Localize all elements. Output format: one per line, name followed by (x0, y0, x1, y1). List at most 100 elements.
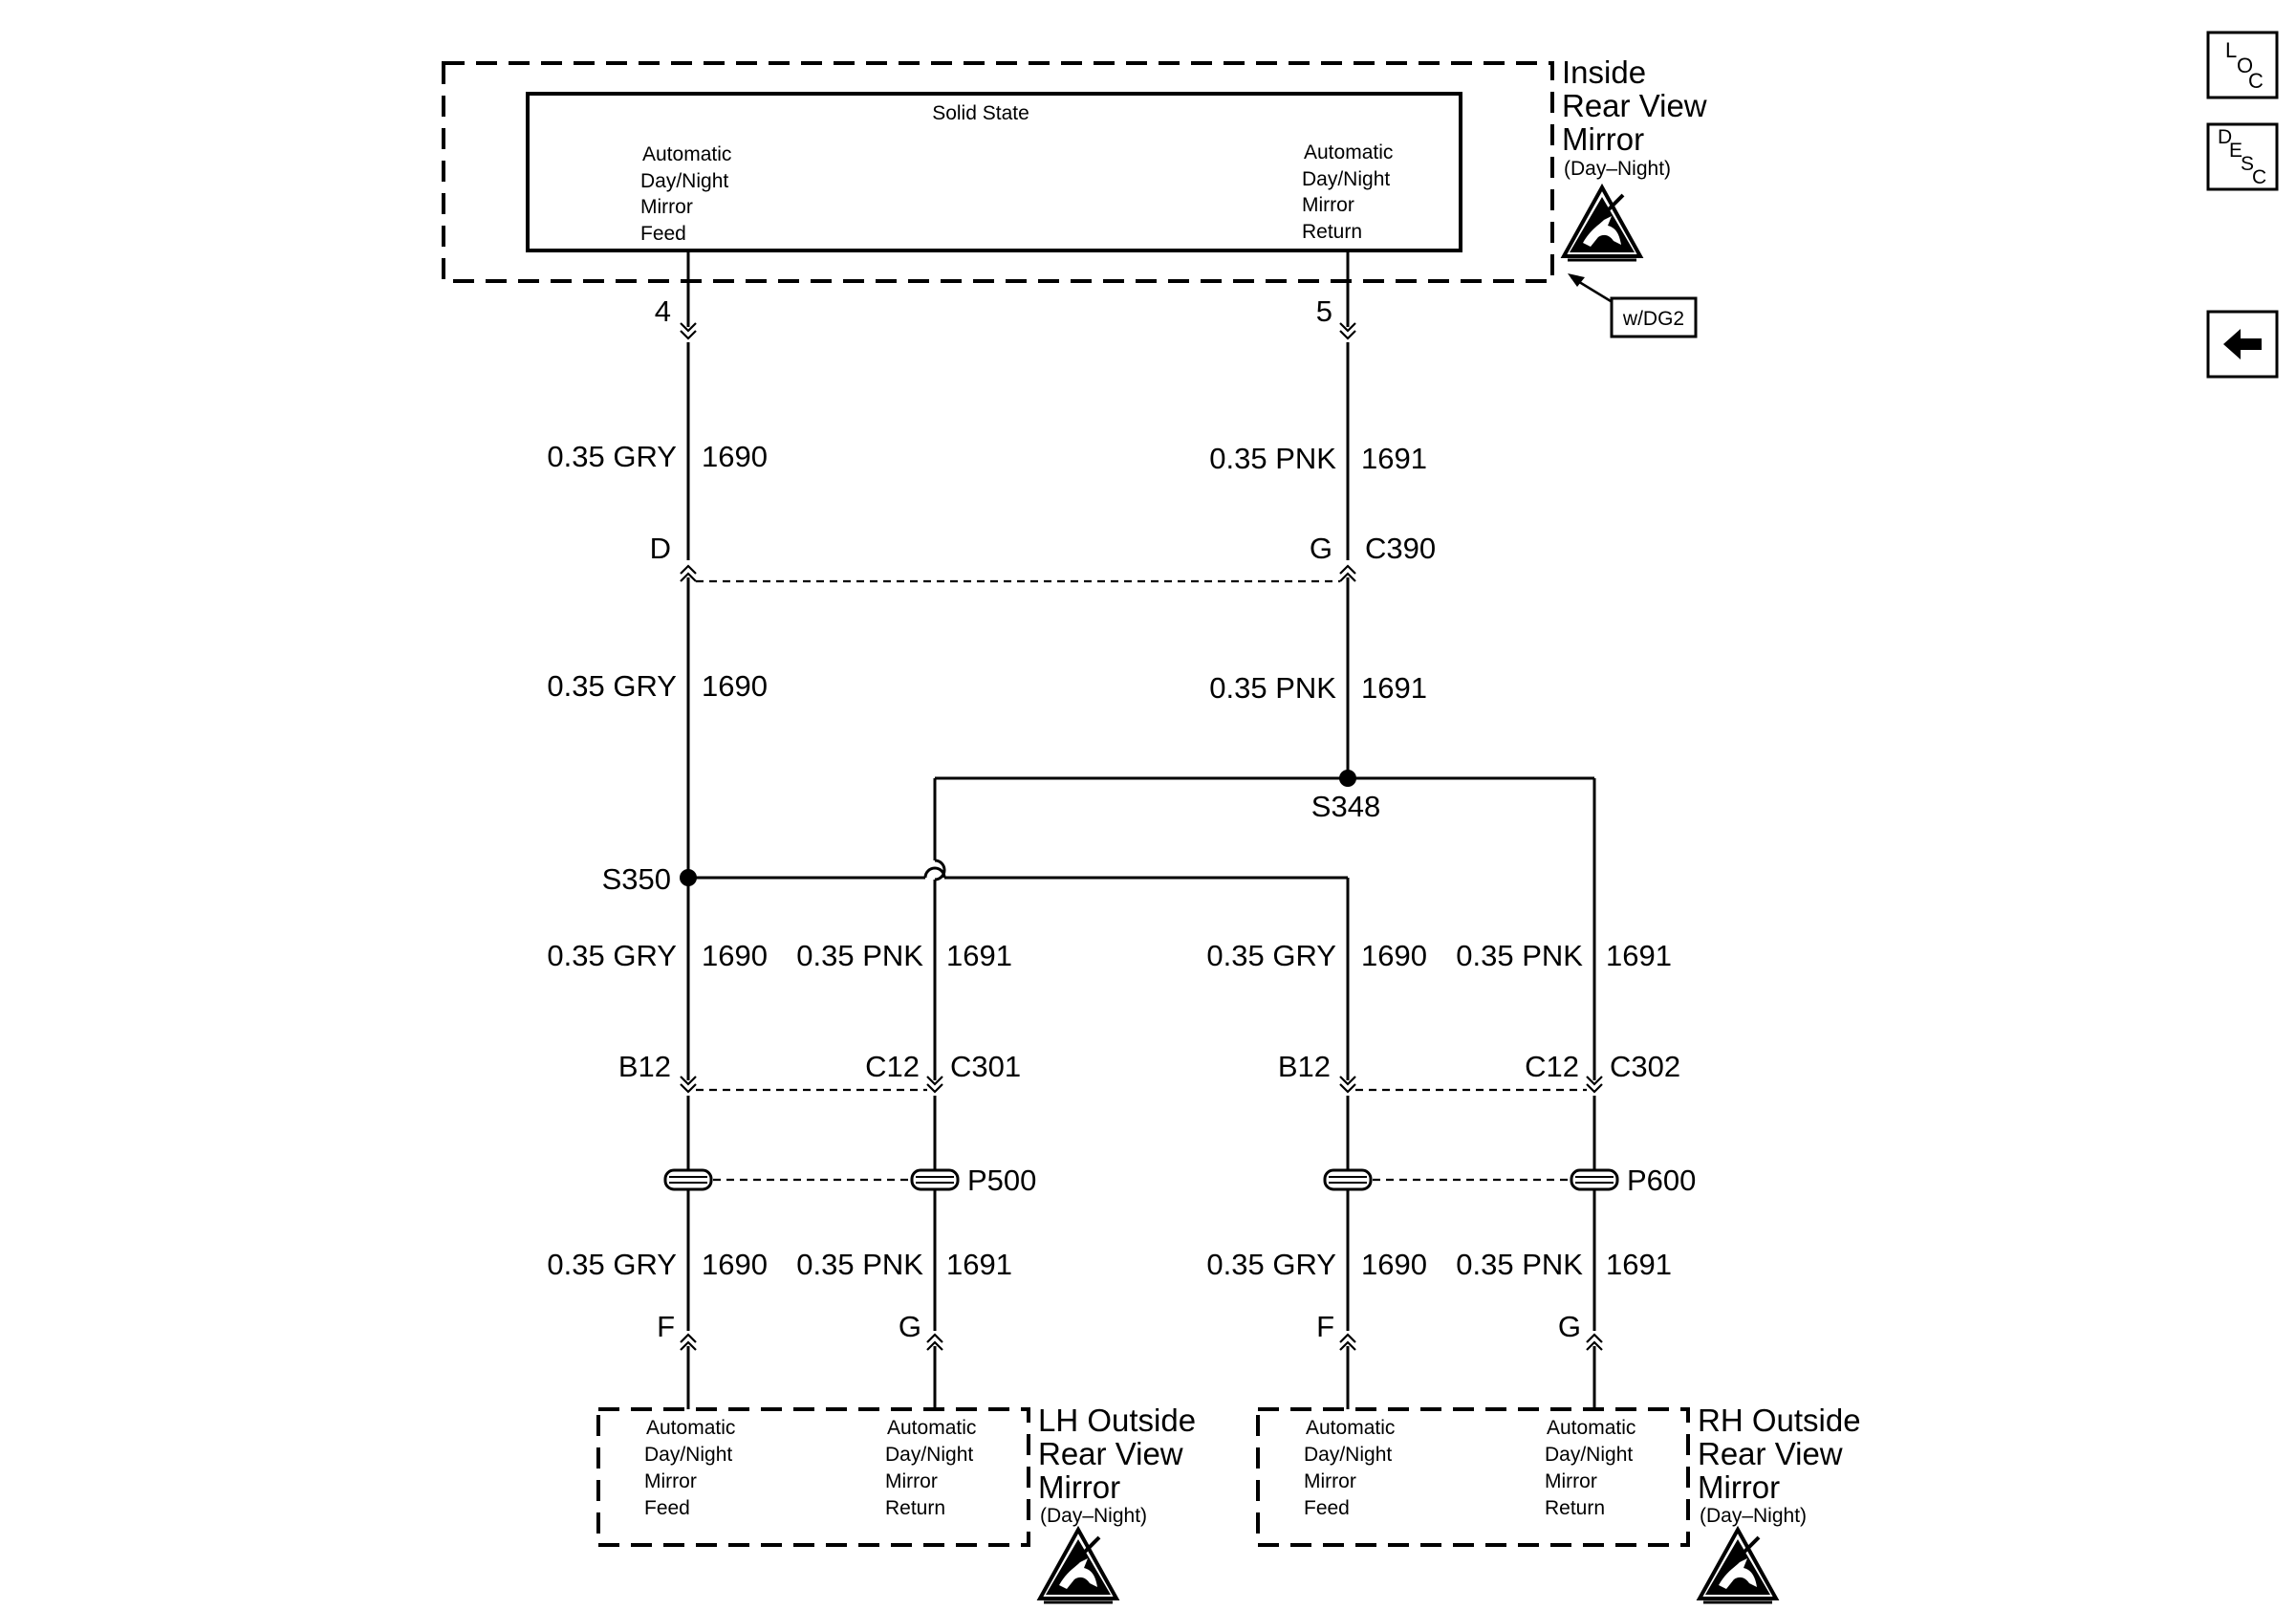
rh-return-line-2: Day/Night (1545, 1444, 1633, 1466)
c302-label: C302 (1610, 1050, 1680, 1083)
loc-letter-3: C (2248, 69, 2264, 93)
loc-letter-2: O (2237, 54, 2253, 77)
inside-return-line-1: Automatic (1304, 141, 1393, 163)
lh-mirror-name-sub: (Day–Night) (1040, 1505, 1147, 1527)
inside-return-line-4: Return (1302, 221, 1362, 243)
rh-mirror-name-1: RH Outside (1698, 1403, 1861, 1438)
splice-s348-dot (1339, 770, 1356, 787)
inside-feed-line-2: Day/Night (640, 170, 728, 192)
wire-gry-color: 0.35 GRY (1206, 1248, 1336, 1281)
inside-return-line-3: Mirror (1302, 194, 1354, 216)
wire-pnk-color: 0.35 PNK (1209, 442, 1336, 475)
lh-return-line-3: Mirror (885, 1470, 938, 1492)
c390-label: C390 (1365, 532, 1436, 565)
wire-gry-color: 0.35 GRY (547, 939, 677, 972)
lh-feed-line-3: Mirror (644, 1470, 697, 1492)
option-tag-label: w/DG2 (1622, 308, 1684, 330)
rh-outside-mirror: Automatic Day/Night Mirror Feed Automati… (1256, 1403, 1861, 1604)
wire-gry-circuit: 1690 (702, 1248, 768, 1281)
desc-letter-3: S (2241, 153, 2254, 175)
option-tag (1610, 296, 1698, 338)
pass-through-p500-feed (663, 1168, 713, 1191)
splice-s350-dot (680, 869, 697, 886)
wire-pnk-color: 0.35 PNK (1456, 1248, 1583, 1281)
wire-pnk-circuit: 1691 (946, 1248, 1012, 1281)
wire-gry-color: 0.35 GRY (547, 440, 677, 473)
rh-pin-feed: F (1316, 1310, 1334, 1343)
pin-feed-label: 4 (655, 294, 671, 328)
p500-label: P500 (967, 1164, 1036, 1197)
c302-pin-feed: B12 (1278, 1050, 1331, 1083)
wire-pnk-circuit: 1691 (1361, 671, 1427, 705)
connector-links (696, 579, 1587, 1182)
rh-return-line-3: Mirror (1545, 1470, 1597, 1492)
rh-pin-return: G (1558, 1310, 1581, 1343)
inside-return-line-2: Day/Night (1302, 168, 1390, 190)
wiring (680, 250, 1596, 1409)
inside-mirror: Solid State Automatic Day/Night Mirror F… (442, 54, 1707, 338)
terminal-marks (679, 321, 1604, 1352)
splice-s350-label: S350 (602, 862, 671, 896)
pin-return-label: 5 (1316, 294, 1332, 328)
loc-letter-1: L (2225, 38, 2237, 62)
lh-return-line-4: Return (885, 1497, 945, 1519)
wire-gry-circuit: 1690 (702, 939, 768, 972)
esd-warning-icon (1038, 1528, 1118, 1604)
wire-pnk-circuit: 1691 (946, 939, 1012, 972)
inside-feed-line-1: Automatic (642, 143, 731, 165)
desc-letter-4: C (2252, 166, 2266, 188)
pin-labels: 4 5 D G C390 S348 S350 B12 C12 C301 B12 … (602, 294, 1681, 1343)
pass-through-p600-return (1570, 1168, 1619, 1191)
c390-pin-return: G (1310, 532, 1332, 565)
lh-mirror-name-1: LH Outside (1038, 1403, 1196, 1438)
c302-pin-return: C12 (1525, 1050, 1579, 1083)
inside-mirror-name-2: Rear View (1562, 88, 1707, 123)
wire-pnk-color: 0.35 PNK (796, 1248, 923, 1281)
wire-pnk-circuit: 1691 (1606, 939, 1672, 972)
lh-feed-line-4: Feed (644, 1497, 690, 1519)
splice-s348-label: S348 (1311, 790, 1380, 823)
rh-feed-line-4: Feed (1304, 1497, 1350, 1519)
lh-mirror-name-3: Mirror (1038, 1469, 1120, 1505)
lh-feed-line-1: Automatic (646, 1417, 735, 1439)
desc-button[interactable]: D E S C (2206, 122, 2279, 191)
desc-letter-1: D (2218, 126, 2232, 148)
wire-pnk-circuit: 1691 (1361, 442, 1427, 475)
p600-label: P600 (1627, 1164, 1696, 1197)
back-button[interactable] (2206, 310, 2279, 379)
rh-mirror-name-3: Mirror (1698, 1469, 1780, 1505)
wire-labels: 0.35 GRY 1690 0.35 PNK 1691 0.35 GRY 169… (547, 440, 1672, 1281)
rh-feed-line-3: Mirror (1304, 1470, 1356, 1492)
rh-return-line-4: Return (1545, 1497, 1605, 1519)
inside-mirror-name-1: Inside (1562, 54, 1646, 90)
rh-return-line-1: Automatic (1547, 1417, 1635, 1439)
wire-pnk-color: 0.35 PNK (796, 939, 923, 972)
lh-mirror-name-2: Rear View (1038, 1436, 1183, 1471)
wire-gry-circuit: 1690 (702, 669, 768, 703)
lh-pin-feed: F (657, 1310, 675, 1343)
esd-warning-icon (1562, 185, 1642, 262)
pass-through-p600-feed (1323, 1168, 1373, 1191)
lh-return-line-2: Day/Night (885, 1444, 973, 1466)
inside-feed-line-4: Feed (640, 223, 686, 245)
wire-gry-circuit: 1690 (1361, 939, 1427, 972)
pass-through-p500-return (910, 1168, 960, 1191)
rh-mirror-name-sub: (Day–Night) (1700, 1505, 1807, 1527)
esd-warning-icon (1698, 1528, 1778, 1604)
lh-outside-mirror: Automatic Day/Night Mirror Feed Automati… (596, 1403, 1196, 1604)
lh-return-line-1: Automatic (887, 1417, 976, 1439)
rh-mirror-name-2: Rear View (1698, 1436, 1843, 1471)
c390-pin-feed: D (650, 532, 671, 565)
wire-gry-circuit: 1690 (1361, 1248, 1427, 1281)
inside-feed-line-3: Mirror (640, 196, 693, 218)
c301-pin-feed: B12 (618, 1050, 671, 1083)
module-title: Solid State (932, 102, 1029, 124)
wire-pnk-color: 0.35 PNK (1209, 671, 1336, 705)
lh-feed-line-2: Day/Night (644, 1444, 732, 1466)
rh-feed-line-2: Day/Night (1304, 1444, 1392, 1466)
inside-mirror-name-sub: (Day–Night) (1564, 158, 1671, 180)
lh-pin-return: G (899, 1310, 921, 1343)
loc-button[interactable]: L O C (2206, 31, 2279, 99)
wire-gry-color: 0.35 GRY (547, 1248, 677, 1281)
